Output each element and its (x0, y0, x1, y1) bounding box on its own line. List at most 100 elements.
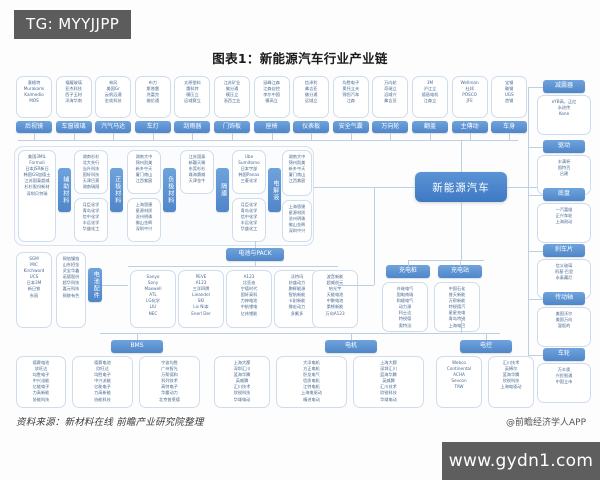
top-component-pill-8[interactable]: 安全气囊 (332, 121, 369, 133)
center-left-link (330, 187, 415, 188)
material-card: 月臣化学青岛化学信中化学丰运化学华盛化工 (232, 198, 266, 242)
connector-v (311, 133, 313, 140)
bottom-section-pill-2[interactable]: 电控 (460, 340, 512, 353)
connector-v (137, 333, 138, 340)
charging-bus (408, 260, 484, 261)
material-card: 江苏国泰新疆天赐东莞杉杉珠海赛威天津金牛 (180, 150, 214, 194)
bottom-supplier-card: 宁波均胜广州智光万帮德和科列技术高特电子华霆动力北京普莱德 (139, 356, 200, 408)
telegram-watermark-badge: TG: MYYJJPP (14, 10, 132, 39)
chart-title: 图表1：新能源汽车行业产业链 (212, 51, 388, 66)
top-component-pill-11[interactable]: 主傳动 (451, 121, 488, 133)
right-component-pill-1[interactable]: 驱动 (543, 140, 585, 153)
top-supplier-card: 万向轮奇瑞立远域兴弗吉亚 (372, 76, 409, 118)
top-component-pill-4[interactable]: 刮雨器 (174, 121, 211, 133)
right-link-2 (528, 195, 543, 196)
center-to-right-spine (507, 187, 528, 188)
material-card: 湖南大中锦州凯美新乡中天厦门南山江西紫宸 (127, 150, 161, 194)
bottom-supplier-card: 大洋电机方正电机卧龙电气信质电机江特电机上海电驱动精进电动 (276, 356, 347, 408)
material-section-pill-3[interactable]: 隔膜 (216, 168, 229, 212)
material-section-pill-1[interactable]: 正极材料 (110, 168, 123, 212)
top-supplier-card: 江苏矿业佛分通模压立浙西工业 (214, 76, 250, 118)
bottom-supplier-card: 上海大郡深圳汇川蓝海华腾英威腾汇川技术欣锐科技华域电动 (353, 356, 424, 408)
right-link-3 (528, 251, 543, 252)
material-card: 上海恩捷星源材质沧州明珠佛山金辉深圳中兴 (127, 198, 161, 242)
connector-v (192, 133, 194, 140)
top-supplier-card: 信泽利弗吉亚佛分通远域立 (293, 76, 330, 118)
right-component-pill-3[interactable]: 刹车片 (543, 244, 585, 257)
right-link-5 (528, 355, 543, 356)
accessory-link (102, 285, 128, 286)
right-supplier-card: 万丰奥兴民智通中国立市 (537, 363, 591, 403)
right-component-pill-4[interactable]: 传动轴 (543, 292, 585, 305)
battery-cell-card: 波音新能超威创元哈光宇天能电池中聚电池桑顿新能万向A123 (312, 270, 358, 328)
center-to-bottom (461, 320, 462, 333)
top-component-pill-7[interactable]: 仪表板 (293, 121, 330, 133)
right-supplier-card: 一汽富维正兴车轮上海耐动 (537, 203, 591, 243)
material-section-pill-2[interactable]: 负极材料 (163, 168, 176, 212)
connector-v (152, 133, 154, 140)
pack-to-center (338, 285, 374, 286)
source-note: 资料来源：新材料在线 前瞻产业研究院整理 (16, 417, 204, 428)
bottom-supplier-card: 德赛电池欣旺达均胜电子中兴派能亿能电子力高新能协能科技 (72, 356, 133, 408)
top-component-pill-6[interactable]: 座椅 (253, 121, 290, 133)
connector-v (486, 333, 487, 340)
right-component-pill-0[interactable]: 减震器 (543, 80, 585, 93)
connector-v (509, 133, 511, 140)
connector-v (408, 260, 409, 266)
connector-v (351, 333, 352, 340)
battery-pack-pill[interactable]: 电池与PACK (226, 248, 284, 261)
bottom-supplier-card: 上海大郡深圳汇川蓝海华腾英威腾汇川技术欣锐科技华域电动 (214, 356, 270, 408)
battery-accessory-pill[interactable]: 电池配件 (88, 268, 102, 302)
bottom-section-pill-0[interactable]: BMS (111, 340, 163, 353)
connector-v (34, 133, 35, 140)
right-component-pill-2[interactable]: 底盘 (543, 188, 585, 201)
connector-v (390, 133, 392, 140)
bottom-supplier-card: 汇川技术英搏尔蓝海华腾欣锐科技上海电驱动 (488, 356, 534, 408)
connector-h (461, 333, 462, 334)
top-component-pill-2[interactable]: 汽气马达 (95, 121, 132, 133)
top-supplier-card: 福耀玻璃亚杰科技西子玉材洋海华南 (55, 76, 92, 118)
top-supplier-card: 延峰江森江森自控李尔中国模高立 (253, 76, 290, 118)
top-component-pill-1[interactable]: 车窗玻璃 (55, 121, 92, 133)
material-card: 月臣化学青岛化学信中化学丰运化学华盛化工 (74, 198, 108, 242)
right-component-pill-5[interactable]: 车轮 (543, 348, 585, 361)
bottom-section-pill-1[interactable]: 电机 (325, 340, 377, 353)
top-component-pill-0[interactable]: 后视镜 (16, 121, 52, 133)
charging-pill-1[interactable]: 充电站 (438, 265, 482, 278)
right-link-1 (528, 147, 543, 148)
material-card: 上海恩捷星源材质沧州明珠佛山金辉深圳中兴 (282, 200, 312, 242)
connector-v (350, 133, 352, 140)
right-link-0 (528, 87, 543, 88)
top-component-pill-9[interactable]: 万向轮 (372, 121, 409, 133)
right-spine (528, 87, 529, 355)
material-section-pill-0[interactable]: 辅助材料 (58, 168, 71, 212)
bottom-supplier-card: 德赛电池欣旺达均胜电子中兴派能亿能电子力高新能协能科技 (16, 356, 66, 408)
site-watermark: www.gydn1.com (442, 442, 600, 480)
charging-card: 中国石化普天新能万帮新能特锐德汽星星充电青岛特锐上海电巴 (434, 282, 480, 332)
center-down-link (461, 202, 462, 260)
charging-pill-0[interactable]: 充电桩 (386, 265, 430, 278)
top-component-pill-5[interactable]: 门饰板 (214, 121, 250, 133)
top-component-pill-12[interactable]: 车身 (491, 121, 528, 133)
charging-card: 许继电气国电南瑞和顺电气动力源科士达特锐德奥特迅 (382, 282, 428, 332)
top-component-pill-10[interactable]: 翻盖 (412, 121, 448, 133)
top-supplier-card: 均胜电子奥托立夫锦恒汽车江森 (332, 76, 369, 118)
connector-v (430, 133, 431, 140)
connector-v (113, 133, 115, 140)
battery-cell-card: 沃特玛妙盛动力鹏辉能源智航新能卡耐新能微宏动力多氟多 (274, 270, 320, 328)
material-section-pill-4[interactable]: 电解液 (268, 168, 281, 212)
top-supplier-card: 太原塑料惠科特模压立远域赛立 (174, 76, 211, 118)
connector-v (255, 261, 256, 266)
top-component-pill-3[interactable]: 车灯 (134, 121, 171, 133)
